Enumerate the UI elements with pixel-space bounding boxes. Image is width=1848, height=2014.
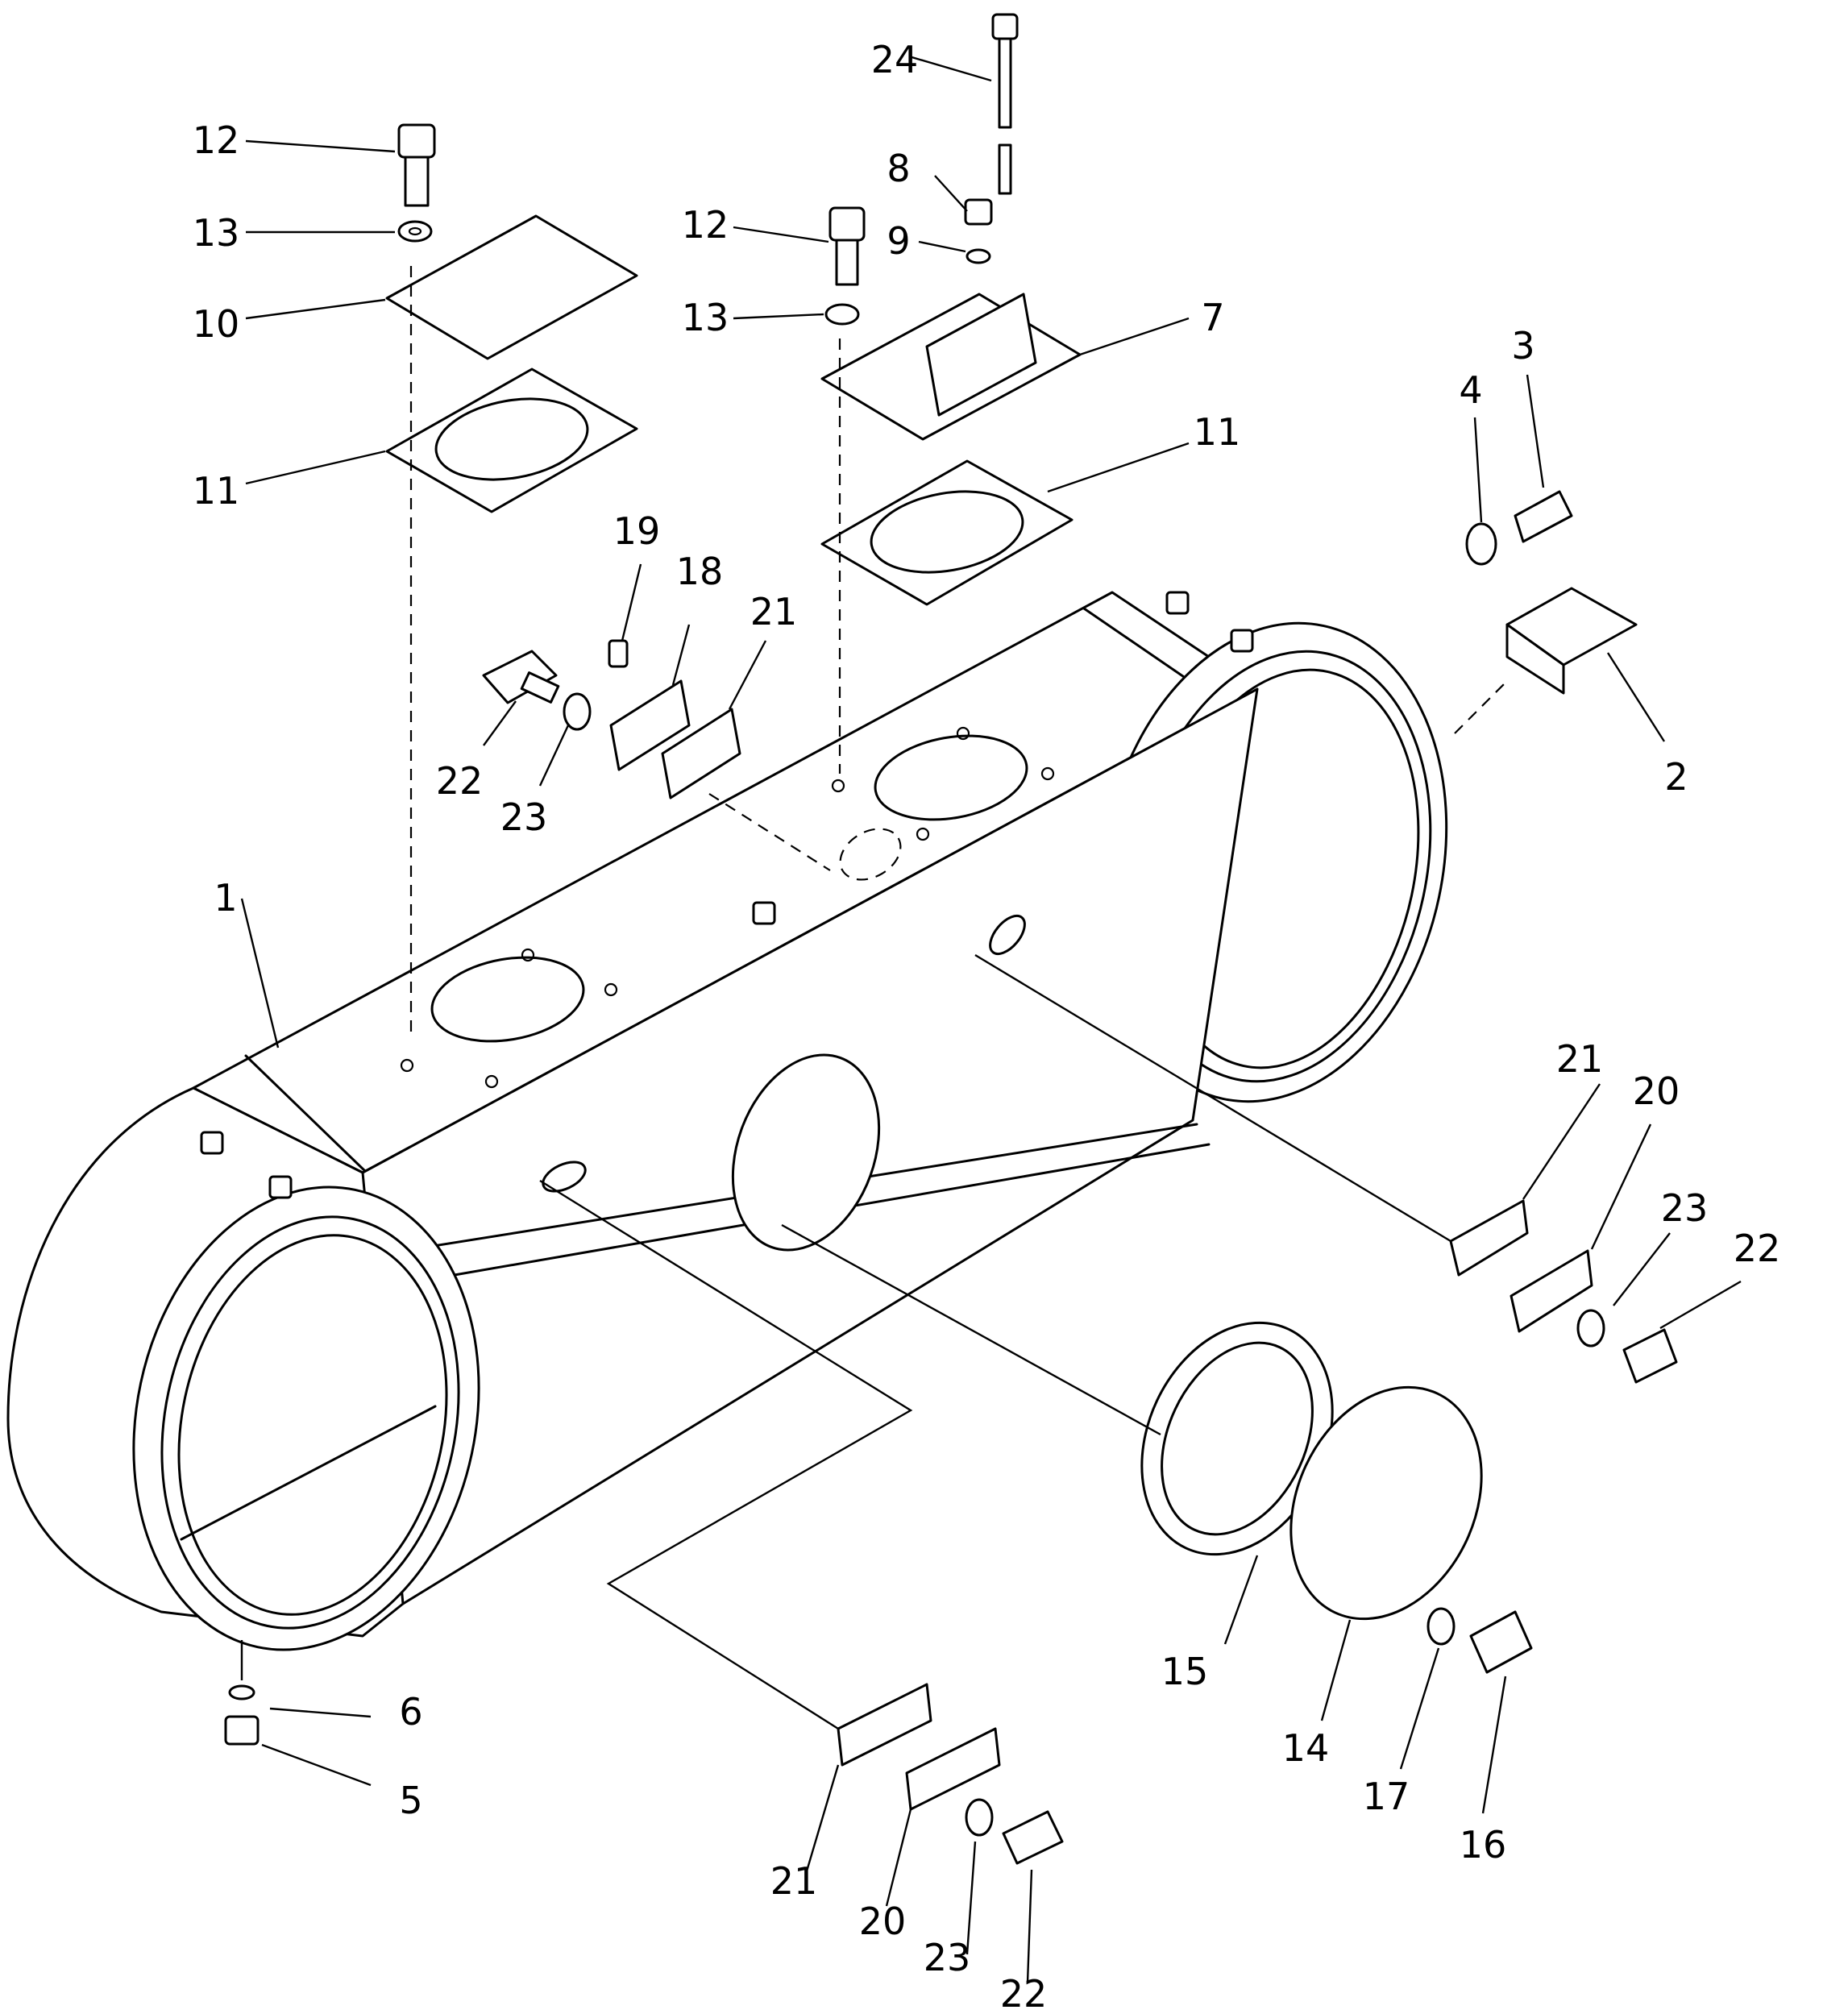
callout-labels: 1 2 3 4 5 6 7 8 9 10 11 11 12 12 13 13 1… [193, 38, 1781, 2014]
right-side-cover-assembly [974, 953, 1678, 1384]
top-left-cover-stack [385, 123, 638, 1032]
upper-small-cover-assembly [482, 639, 831, 871]
callout-2: 2 [1664, 755, 1688, 799]
gasket-right [820, 459, 1074, 606]
top-opening-right [874, 734, 1028, 821]
callout-12-right: 12 [682, 203, 729, 247]
callout-24: 24 [871, 38, 919, 81]
round-cover-14 [1289, 1385, 1483, 1621]
callout-13-left: 13 [193, 211, 240, 255]
callout-7: 7 [1201, 296, 1224, 339]
callout-1: 1 [214, 876, 237, 920]
callout-21-right: 21 [1556, 1037, 1604, 1081]
callout-4: 4 [1459, 368, 1482, 412]
side-inspection-hole [731, 1053, 881, 1252]
callout-11-right: 11 [1194, 410, 1241, 454]
callout-21-top: 21 [750, 590, 798, 633]
callout-23-right: 23 [1661, 1186, 1709, 1230]
callout-20-right: 20 [1633, 1069, 1680, 1113]
callout-6: 6 [399, 1690, 422, 1734]
callout-11-left: 11 [193, 469, 240, 513]
callout-3: 3 [1511, 324, 1534, 368]
small-cover-18 [609, 679, 691, 771]
top-opening-left [430, 956, 585, 1043]
top-right-breather-stack [820, 13, 1082, 774]
leader-lines [240, 55, 1742, 1983]
callout-22-right: 22 [1734, 1227, 1781, 1270]
gasket-left [385, 368, 638, 513]
callout-12-left: 12 [193, 118, 240, 162]
callout-21-bottom: 21 [770, 1859, 818, 1903]
callout-18: 18 [676, 550, 724, 593]
callout-10: 10 [193, 302, 240, 346]
callout-16: 16 [1460, 1823, 1507, 1867]
callout-20-bottom: 20 [859, 1900, 907, 1943]
cover-plate-left [385, 214, 638, 360]
callout-5: 5 [399, 1779, 422, 1822]
callout-22-top: 22 [436, 759, 484, 803]
right-bracket-assembly [1454, 490, 1638, 734]
callout-22-bottom: 22 [1000, 1972, 1048, 2014]
callout-23-top: 23 [500, 795, 548, 839]
callout-23-bottom: 23 [924, 1936, 971, 1979]
callout-17: 17 [1363, 1775, 1410, 1818]
gasket-21-top [661, 708, 741, 799]
front-round-cover-assembly [781, 1223, 1533, 1674]
callout-19: 19 [613, 509, 661, 553]
callout-15: 15 [1161, 1650, 1209, 1693]
case-housing [6, 591, 1448, 1680]
drain-plug-assembly [224, 1684, 260, 1746]
callout-13-right: 13 [682, 296, 729, 339]
callout-9: 9 [887, 219, 910, 263]
left-end-ring [132, 1186, 480, 1651]
callout-8: 8 [887, 147, 910, 190]
callout-14: 14 [1282, 1726, 1330, 1770]
bottom-cover-assembly [539, 1179, 1064, 1865]
